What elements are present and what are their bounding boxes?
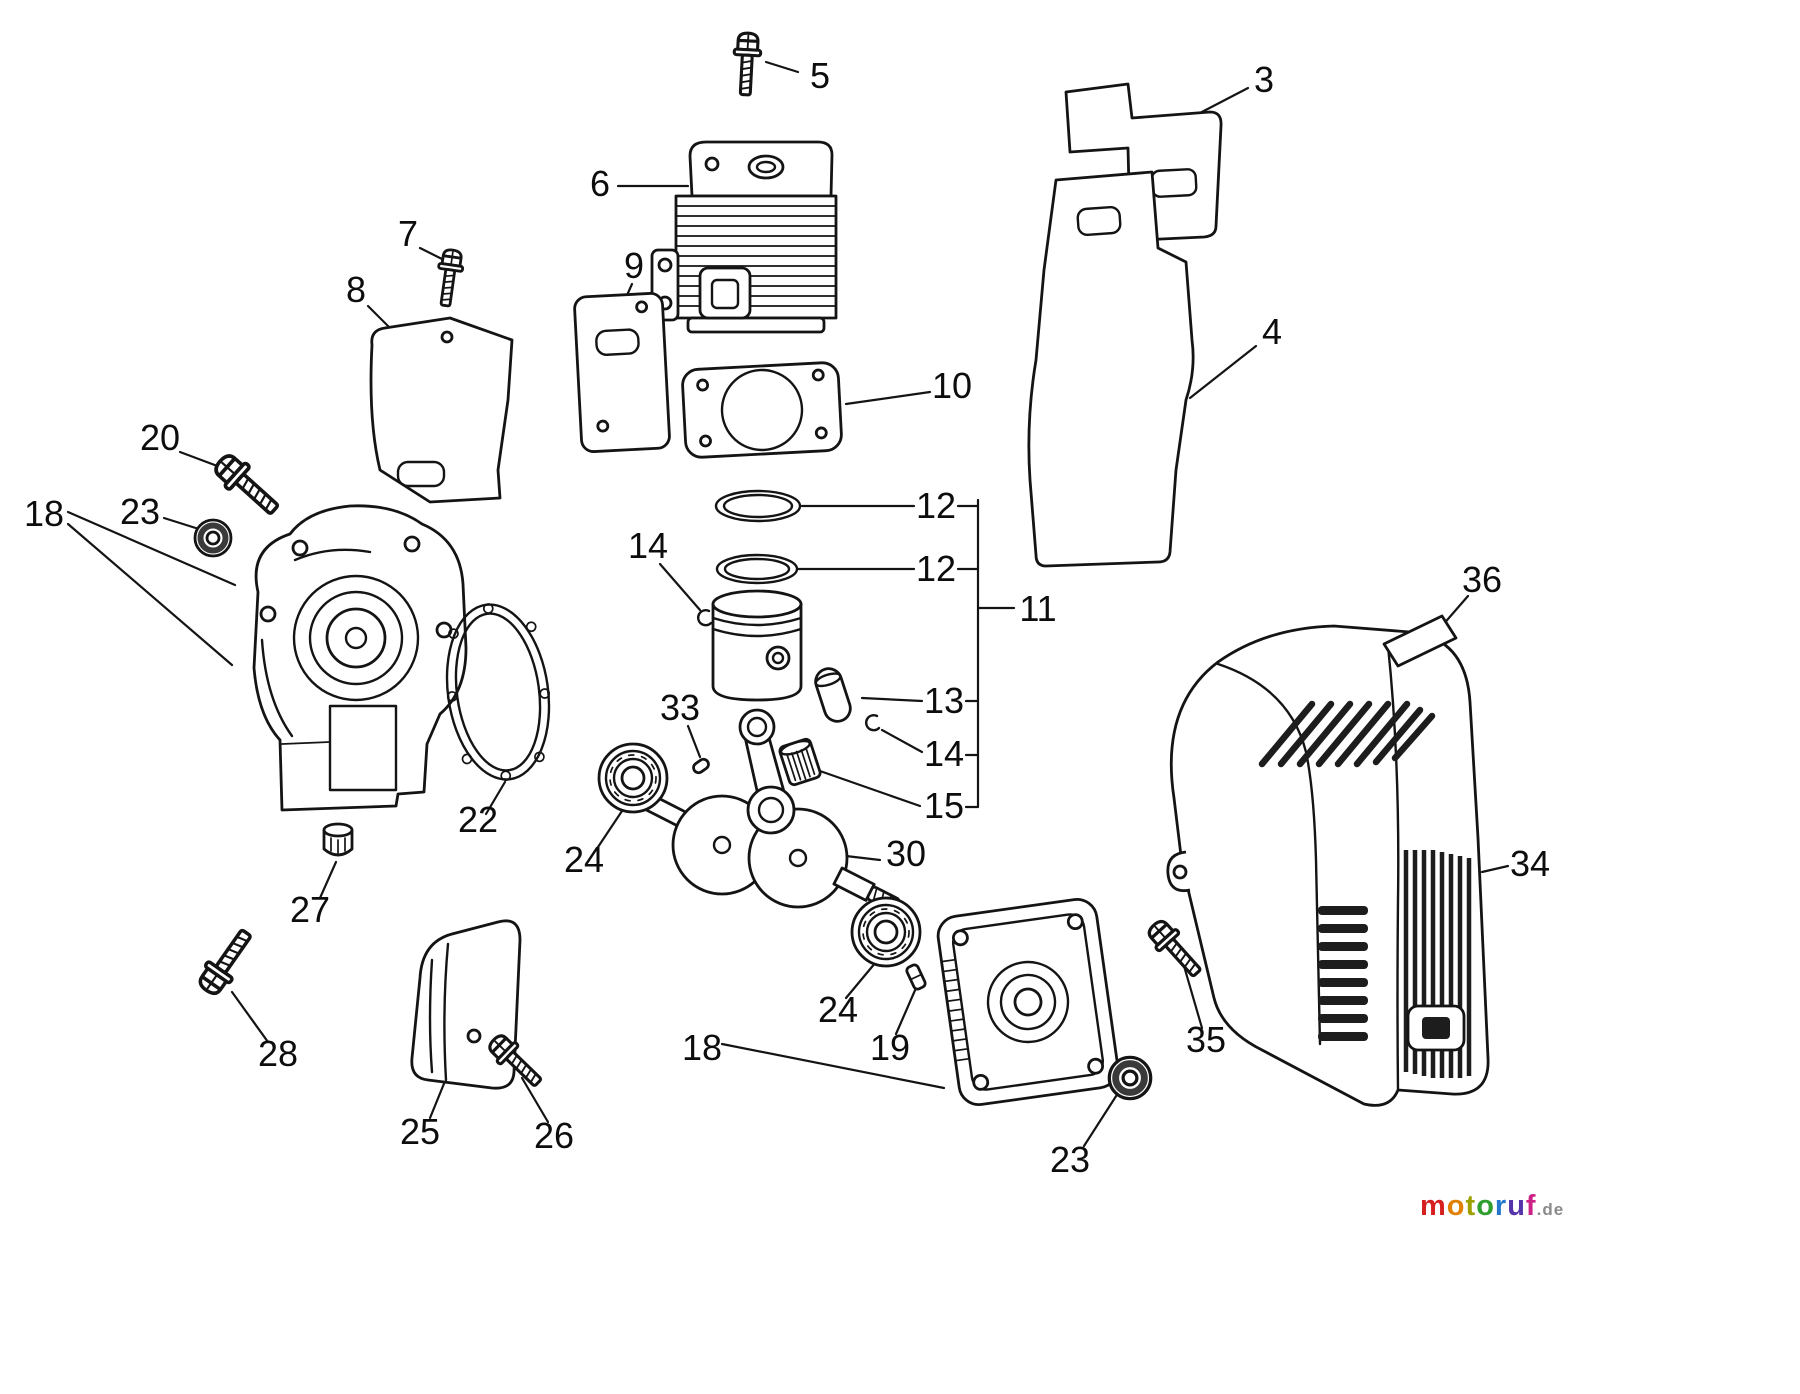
watermark-letter: o [1476,1190,1495,1222]
bolt-5 [730,30,764,97]
part-number-label: 24 [818,989,858,1030]
needle-bearing [778,737,822,787]
engine-cover [1166,624,1490,1107]
piston-pin [814,667,852,723]
connecting-rod [738,708,796,835]
cylinder-cover-plate [369,316,514,504]
part-number-label: 20 [140,417,180,458]
part-number-label: 27 [290,889,330,930]
watermark-word: motoruf [1420,1190,1537,1222]
part-number-label: 5 [810,55,830,96]
watermark-letter: m [1420,1190,1447,1222]
crankcase-right [936,897,1120,1107]
part-number-label: 14 [924,733,964,774]
plug [322,822,354,857]
part-number-label: 18 [682,1027,722,1068]
part-number-label: 10 [932,365,972,406]
part-number-label: 13 [924,680,964,721]
watermark-letter: f [1525,1190,1537,1222]
label-sticker [1382,614,1458,668]
watermark-suffix: .de [1536,1200,1565,1219]
circlip-left [696,609,713,627]
piston-ring-1 [714,489,802,523]
part-number-label: 22 [458,799,498,840]
gasket-base [681,361,843,459]
crankcase-gasket [445,603,551,782]
watermark-letter: u [1507,1190,1526,1222]
part-number-label: 19 [870,1027,910,1068]
part-number-label: 30 [886,833,926,874]
part-number-label: 11 [1019,588,1056,629]
piston-ring-2 [715,553,799,585]
bearing-24-upper [597,742,669,814]
watermark-letter: o [1446,1190,1466,1222]
cylinder [650,140,838,334]
part-number-label: 9 [624,245,644,286]
part-number-label: 24 [564,839,604,880]
circlip-right [864,714,881,732]
bearing-24-lower [850,896,922,968]
part-number-label: 8 [346,269,366,310]
part-number-label: 4 [1262,311,1282,352]
part-number-label: 12 [916,548,956,589]
bolt-20 [208,447,287,524]
crankcase-left [252,504,468,812]
bearing-23-left [195,520,231,556]
part-number-label: 3 [1254,59,1274,100]
part-number-label: 7 [398,213,418,254]
part-number-label: 36 [1462,559,1502,600]
part-number-label: 35 [1186,1019,1226,1060]
watermark-letter: t [1465,1190,1477,1222]
part-number-label: 6 [590,163,610,204]
part-number-label: 14 [628,525,668,566]
piston [711,589,803,702]
part-number-label: 23 [1050,1139,1090,1180]
part-number-label: 23 [120,491,160,532]
woodruff-key [692,757,710,775]
part-number-label: 26 [534,1115,574,1156]
part-number-label: 25 [400,1111,440,1152]
dowel-pin [905,963,927,991]
watermark[interactable]: motoruf.de [1420,1190,1564,1223]
part-number-label: 18 [24,493,64,534]
part-number-label: 15 [924,785,964,826]
part-number-label: 33 [660,687,700,728]
bearing-23-lower [1109,1057,1150,1098]
part-number-label: 34 [1510,843,1550,884]
gasket-cylinder [573,292,671,453]
part-number-label: 12 [916,485,956,526]
watermark-letter: r [1494,1190,1508,1222]
bolt-28 [192,922,261,1001]
part-number-label: 28 [258,1033,298,1074]
heat-shield-lower [1027,170,1195,568]
